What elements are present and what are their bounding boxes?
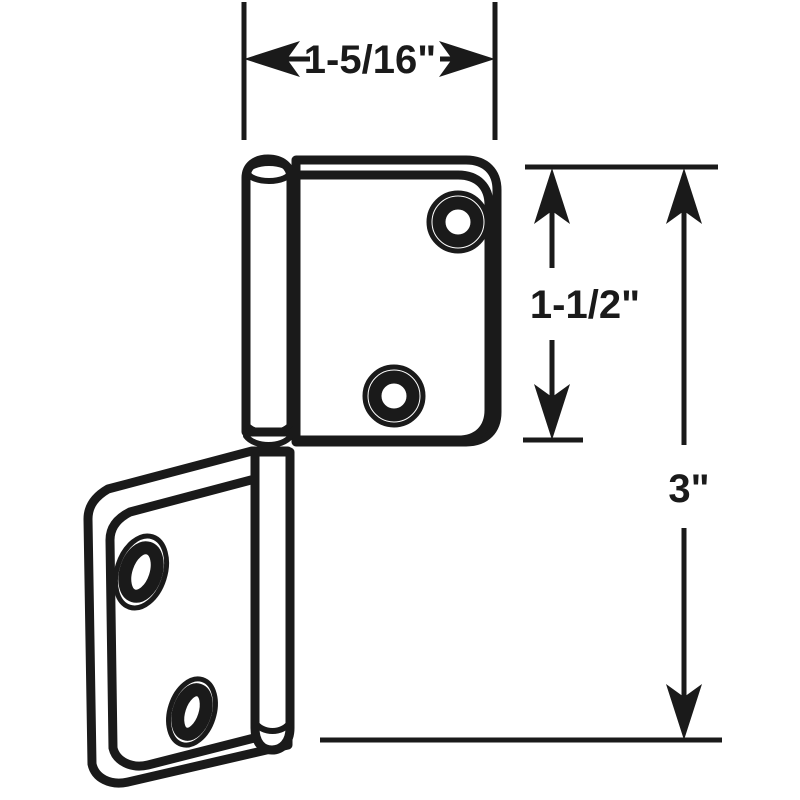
dimension-leaf-height-group: 1-1/2" [523,164,718,443]
hole-inner-ring [368,370,420,422]
lower-leaf-screw-hole-top [112,533,170,611]
barrel-knuckle-seam-inner [243,433,294,448]
arrow-head-down-outer [666,684,702,740]
upper-hinge-leaf [291,155,502,447]
dimension-label-leaf-height: 1-1/2" [530,283,640,327]
barrel-upper-body [241,154,296,437]
lower-leaf-screw-hole-bottom [166,676,218,748]
upper-leaf-screw-hole-bottom [362,364,426,428]
arrow-head-right [439,41,495,77]
arrow-head-left [244,41,300,77]
barrel-lower-cap-curve [252,719,293,734]
dimension-label-width: 1-5/16" [304,38,436,82]
barrel-top-opening [245,160,293,184]
lower-hinge-leaf [83,446,293,788]
hinge-barrel-lower [250,447,295,755]
barrel-knuckle-seam-outer [243,421,294,436]
arrow-head-up-outer [666,168,702,224]
arrow-head-up-inner [534,168,570,224]
hole-inner-ring [171,683,213,741]
dimension-overall-height-group: 3" [320,168,722,743]
barrel-lower-body [250,447,295,755]
arrow-head-down-inner [534,384,570,440]
hinge-barrel-upper [241,154,296,448]
hole-inner-ring [118,541,164,603]
upper-leaf-screw-hole-top [426,190,490,254]
hole-inner-ring [432,196,484,248]
dimension-width-group: 1-5/16" [241,2,498,140]
hinge-part [83,154,502,788]
dimension-label-overall-height: 3" [668,467,709,511]
